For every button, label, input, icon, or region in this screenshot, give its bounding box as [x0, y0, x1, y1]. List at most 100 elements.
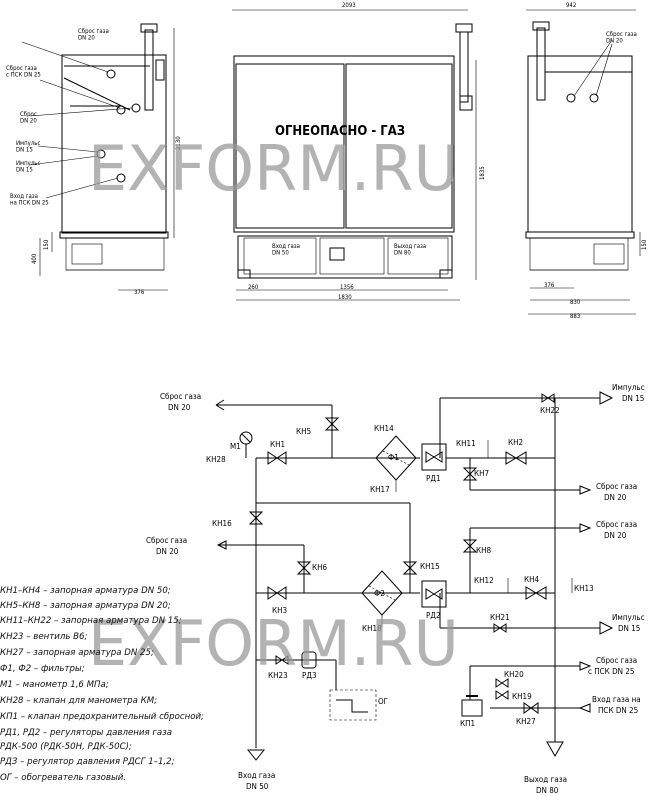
inlet-arrow	[246, 749, 266, 761]
dim-base-400: 400	[31, 253, 38, 264]
legend-line-4: КН27 – запорная арматура DN 25;	[0, 648, 154, 658]
label-rd1: РД1	[426, 474, 441, 483]
label-vhod-psk-1: Вход газа на	[592, 695, 641, 704]
label-kn28: КН28	[206, 455, 226, 464]
dim-height-front: 1835	[479, 166, 486, 180]
label-sbros-top-1: Сброс газа	[160, 391, 201, 401]
valve-kn15	[402, 561, 418, 575]
valve-kn23	[275, 655, 289, 665]
legend-line-1: КН5–КН8 – запорная арматура DN 20;	[0, 601, 171, 611]
valve-kn27	[523, 702, 539, 714]
dim-376: 376	[134, 289, 145, 296]
valve-kn3	[267, 586, 287, 600]
legend-line-11: РДЗ – регулятор давления РДСГ 1–1,2;	[0, 757, 175, 767]
label-kn8: КН8	[476, 546, 492, 555]
label-kn23: КН23	[268, 671, 288, 680]
label-impulse-top-2: DN 15	[622, 394, 644, 403]
label-kn4: КН4	[524, 575, 540, 584]
label-kn6: КН6	[312, 563, 328, 572]
legend-line-6: М1 – манометр 1,6 МПа;	[0, 680, 109, 690]
valve-kn8	[462, 539, 478, 553]
label-kn21: КН21	[490, 613, 510, 622]
legend-line-10: РДК-500 (РДК-50Н, РДК-50С);	[0, 742, 132, 752]
label-sbros-r2-1: Сброс газа	[596, 519, 637, 529]
regulator-rd2	[421, 580, 447, 608]
dim-base-150-right: 150	[641, 239, 648, 250]
dim-1356: 1356	[340, 284, 354, 291]
label-outlet-1: Выход газа	[524, 775, 567, 784]
valve-kn6	[296, 561, 312, 575]
valve-kn4	[525, 586, 547, 600]
label-kn13: КН13	[574, 584, 594, 593]
label-kn11: КН11	[456, 439, 476, 448]
label-kn12: КН12	[474, 576, 494, 585]
label-vhod-psk-2: ПСК DN 25	[598, 706, 638, 715]
side-view-left	[21, 23, 175, 291]
label-outlet-2: DN 80	[536, 786, 559, 795]
label-kn19: КН19	[512, 692, 532, 701]
label-kn7: КН7	[474, 469, 489, 478]
filter-f1	[375, 435, 417, 481]
label-impulse-mid-1: Импульс	[612, 613, 645, 622]
label-kn14: КН14	[374, 424, 394, 433]
label-kn1: КН1	[270, 440, 285, 449]
legend-line-2: КН11–КН22 – запорная арматура DN 15;	[0, 616, 182, 626]
schematic	[215, 391, 614, 761]
label-kn22: КН22	[540, 406, 560, 415]
valve-kn20	[495, 678, 509, 688]
label-kn16: КН16	[212, 519, 232, 528]
label-sbros-top-2: DN 20	[168, 403, 191, 412]
dim-base-150: 150	[43, 239, 50, 250]
label-inlet-2: DN 50	[246, 782, 269, 791]
dim-883: 883	[570, 313, 580, 320]
label-kn17: КН17	[370, 485, 390, 494]
valve-kn7	[462, 467, 478, 481]
label-sbros-psk-2: с ПСК DN 25	[588, 667, 634, 676]
valve-kn21	[493, 623, 507, 633]
label-inlet-1: Вход газа	[238, 771, 275, 780]
valve-kn19	[495, 690, 509, 700]
relief-valve-kp1	[461, 695, 483, 717]
label-impulse-mid-2: DN 15	[618, 624, 640, 633]
label-m1: М1	[230, 442, 241, 451]
schematic-labels: Сброс газа DN 20 Импульс DN 15 Сброс газ…	[146, 383, 645, 795]
label-kn27: КН27	[516, 717, 536, 726]
label-rd3: РД3	[302, 671, 317, 680]
label-sbros-r1-2: DN 20	[604, 493, 627, 502]
label-kn18: КН18	[362, 624, 382, 633]
valve-kn5	[324, 417, 340, 431]
label-impulse-top-1: Импульс	[612, 383, 645, 392]
legend-line-3: КН23 – вентиль В6;	[0, 632, 88, 642]
label-kn5: КН5	[296, 427, 311, 436]
valve-kn2	[505, 451, 527, 465]
valve-kn22	[541, 393, 555, 403]
label-sbros-left-2: DN 20	[156, 547, 179, 556]
label-kn20: КН20	[504, 670, 524, 679]
label-sbros-r2-2: DN 20	[604, 531, 627, 540]
side-view-right	[525, 9, 641, 315]
regulator-rd1	[421, 443, 447, 471]
dim-376-right: 376	[544, 282, 555, 289]
label-sbros-psk-1: Сброс газа	[596, 655, 637, 665]
legend-line-5: Ф1, Ф2 – фильтры;	[0, 664, 85, 674]
label-kp1: КП1	[460, 719, 475, 728]
filter-f2	[361, 570, 403, 616]
label-og: ОГ	[378, 697, 388, 706]
dim-260: 260	[248, 284, 259, 291]
valve-kn16	[248, 511, 264, 525]
label-sbros-left-1: Сброс газа	[146, 535, 187, 545]
label-f2: Ф2	[374, 589, 385, 598]
legend-line-12: ОГ – обогреватель газовый.	[0, 773, 127, 783]
dim-side-width: 942	[566, 2, 576, 9]
valve-kn1	[267, 451, 287, 465]
dim-height-total: 2130	[175, 136, 182, 150]
door-warning-text: ОГНЕОПАСНО - ГАЗ	[275, 124, 405, 139]
